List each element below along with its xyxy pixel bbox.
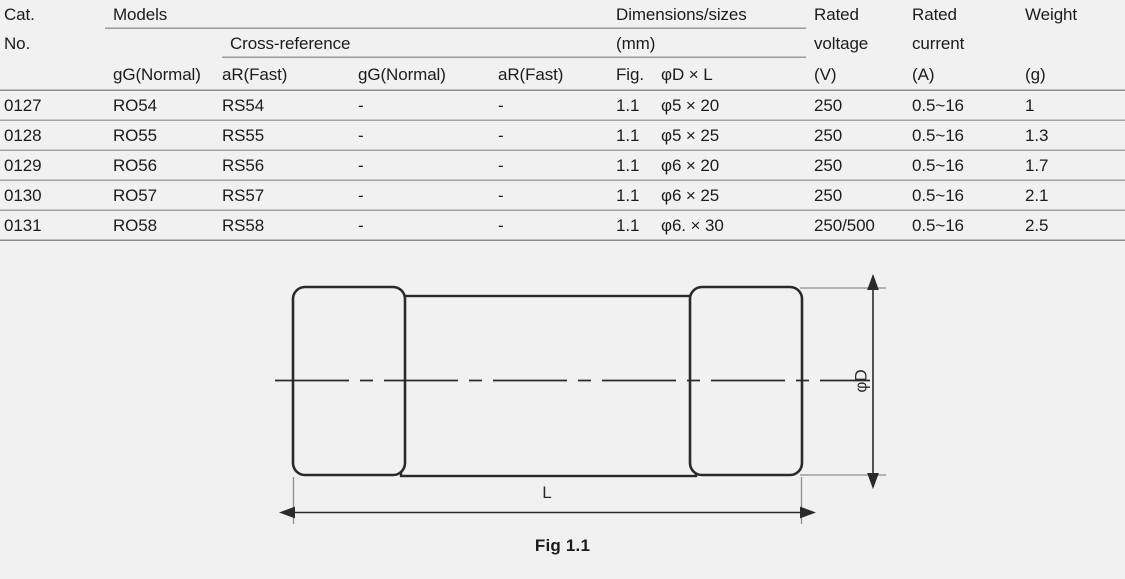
cell-xref-gg: - [350,211,490,241]
cell-xref-ar: - [490,181,608,211]
diameter-label: φD [851,369,870,392]
cell-rated-voltage: 250 [806,121,904,151]
cell-model-gg: RO54 [105,91,222,121]
header-xref-ar: aR(Fast) [490,58,608,91]
header-rated-voltage-line1: Rated [814,5,859,24]
header-rated-voltage-line2: voltage [814,34,869,53]
header-cross-reference: Cross-reference [222,29,608,58]
cell-model-gg: RO55 [105,121,222,151]
header-models-ar: aR(Fast) [222,58,350,91]
header-rated-current-line1: Rated [912,5,957,24]
table-row: 0127 RO54 RS54 - - 1.1 φ5 × 20 250 0.5~1… [0,91,1125,121]
diameter-dimension: φD [800,273,886,490]
cell-xref-gg: - [350,91,490,121]
table-header-row-2: No. Cross-reference (mm) voltage current [0,29,1125,58]
cell-cat-no: 0130 [0,181,105,211]
header-fig: Fig. [608,58,653,91]
fuse-drawing-svg: φD L [275,273,886,524]
fuse-body-tube [399,294,698,478]
header-rated-current-unit: (A) [904,58,1017,91]
cell-model-ar: RS57 [222,181,350,211]
header-dimensions-line1: Dimensions/sizes [608,0,806,29]
cell-size: φ5 × 20 [653,91,806,121]
cell-size: φ6 × 20 [653,151,806,181]
cell-xref-gg: - [350,151,490,181]
cell-model-ar: RS54 [222,91,350,121]
cell-rated-current: 0.5~16 [904,181,1017,211]
cell-cat-no: 0131 [0,211,105,241]
specification-table: Cat. Models Dimensions/sizes Rated Rated… [0,0,1125,241]
table-header-row-1: Cat. Models Dimensions/sizes Rated Rated… [0,0,1125,29]
cell-fig: 1.1 [608,91,653,121]
specification-table-container: Cat. Models Dimensions/sizes Rated Rated… [0,0,1125,241]
cell-size: φ6 × 25 [653,181,806,211]
cell-rated-voltage: 250 [806,91,904,121]
header-rated-current-line2: current [912,34,965,53]
cell-xref-gg: - [350,181,490,211]
cell-cat-no: 0127 [0,91,105,121]
cell-weight: 1.7 [1017,151,1125,181]
header-dimensions-line2: (mm) [608,29,806,58]
cell-rated-current: 0.5~16 [904,91,1017,121]
header-cat-no-line2: No. [4,34,31,53]
cell-rated-current: 0.5~16 [904,121,1017,151]
header-weight-unit: (g) [1017,58,1125,91]
header-weight: Weight [1025,5,1078,24]
cell-rated-voltage: 250/500 [806,211,904,241]
cell-rated-voltage: 250 [806,151,904,181]
cell-model-gg: RO57 [105,181,222,211]
table-header-row-3: gG(Normal) aR(Fast) gG(Normal) aR(Fast) … [0,58,1125,91]
header-rated-voltage-unit: (V) [806,58,904,91]
cell-model-ar: RS55 [222,121,350,151]
cell-cat-no: 0128 [0,121,105,151]
cell-fig: 1.1 [608,181,653,211]
header-xref-gg: gG(Normal) [350,58,490,91]
cell-fig: 1.1 [608,121,653,151]
cell-model-gg: RO58 [105,211,222,241]
cell-model-ar: RS58 [222,211,350,241]
cell-rated-voltage: 250 [806,181,904,211]
fuse-technical-drawing: φD L [0,258,1125,579]
header-models-gg: gG(Normal) [105,58,222,91]
cell-cat-no: 0129 [0,151,105,181]
header-spacer-weight [1017,29,1125,58]
cell-size: φ6. × 30 [653,211,806,241]
cell-xref-ar: - [490,151,608,181]
header-cat-no-line1: Cat. [4,5,35,24]
cell-weight: 1.3 [1017,121,1125,151]
cell-xref-ar: - [490,211,608,241]
cell-rated-current: 0.5~16 [904,211,1017,241]
table-row: 0131 RO58 RS58 - - 1.1 φ6. × 30 250/500 … [0,211,1125,241]
cell-rated-current: 0.5~16 [904,151,1017,181]
table-row: 0129 RO56 RS56 - - 1.1 φ6 × 20 250 0.5~1… [0,151,1125,181]
header-size: φD × L [653,58,806,91]
cell-fig: 1.1 [608,211,653,241]
cell-weight: 2.1 [1017,181,1125,211]
figure-caption: Fig 1.1 [534,536,591,555]
cell-xref-ar: - [490,121,608,151]
cell-model-ar: RS56 [222,151,350,181]
cell-weight: 2.5 [1017,211,1125,241]
length-dimension: L [278,477,817,524]
cell-xref-ar: - [490,91,608,121]
table-row: 0130 RO57 RS57 - - 1.1 φ6 × 25 250 0.5~1… [0,181,1125,211]
cell-size: φ5 × 25 [653,121,806,151]
cell-model-gg: RO56 [105,151,222,181]
table-row: 0128 RO55 RS55 - - 1.1 φ5 × 25 250 0.5~1… [0,121,1125,151]
header-spacer-catno [0,58,105,91]
header-spacer-models [105,29,222,58]
header-models: Models [105,0,608,29]
cell-fig: 1.1 [608,151,653,181]
cell-xref-gg: - [350,121,490,151]
length-label: L [542,483,551,502]
cell-weight: 1 [1017,91,1125,121]
